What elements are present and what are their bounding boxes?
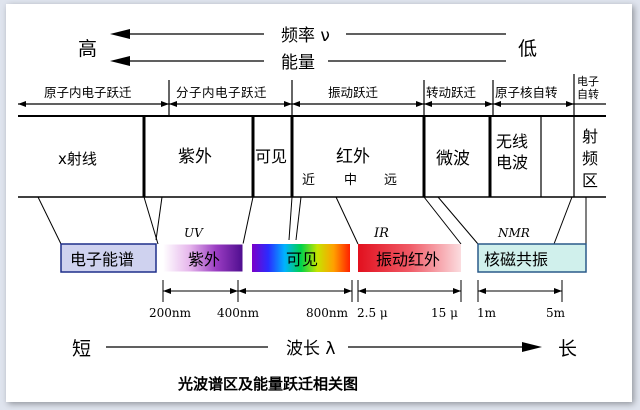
- region-uv: 紫外: [178, 147, 212, 167]
- low-label: 低: [518, 38, 537, 60]
- transition-molecular-electron: 分子内电子跃迁: [176, 85, 267, 100]
- energy-label: 能量: [281, 53, 315, 73]
- scale-2-5-micron: 2.5 μ: [357, 306, 388, 320]
- region-visible: 可见: [255, 147, 287, 166]
- transition-electron-spin-line2: 自转: [577, 87, 599, 101]
- energy-arrow: [110, 56, 506, 66]
- uv-abbr: UV: [184, 226, 204, 240]
- region-rf-line1: 射: [582, 127, 598, 146]
- long-label: 长: [558, 338, 577, 360]
- region-infrared: 红外: [336, 147, 370, 167]
- vibrational-ir-label: 振动红外: [376, 250, 440, 269]
- frequency-arrow: [110, 29, 506, 39]
- region-ir-far: 远: [384, 173, 397, 188]
- short-label: 短: [72, 338, 91, 360]
- region-ir-mid: 中: [344, 173, 357, 188]
- transition-row: [18, 74, 606, 117]
- transition-inner-electron: 原子内电子跃迁: [44, 85, 132, 100]
- nmr-label: 核磁共振: [484, 250, 548, 269]
- region-radio-line2: 电波: [496, 153, 528, 172]
- transition-vibration: 振动跃迁: [328, 85, 379, 100]
- spectrum-figure: 频率 ν 能量 高 低 原子内电子跃迁 分子内电子跃迁 振动跃迁 转动跃迁 原子…: [6, 4, 632, 402]
- uv-box-label: 紫外: [188, 250, 220, 269]
- spectrum-diagram: 频率 ν 能量 高 低 原子内电子跃迁 分子内电子跃迁 振动跃迁 转动跃迁 原子…: [18, 26, 606, 393]
- region-rf-line3: 区: [582, 171, 598, 190]
- scale-arrowheads: [163, 288, 562, 294]
- scale-15-micron: 15 μ: [431, 306, 458, 320]
- visible-box: [252, 244, 350, 272]
- figure-caption: 光波谱区及能量跃迁相关图: [177, 375, 358, 393]
- transition-electron-spin-line1: 电子: [577, 75, 599, 88]
- visible-box-label: 可见: [286, 250, 318, 269]
- uv-box: [162, 243, 244, 273]
- nmr-box: [477, 243, 587, 273]
- nmr-abbr: NMR: [497, 226, 530, 240]
- wavelength-scale: [162, 280, 563, 302]
- transition-nuclear-spin: 原子核自转: [495, 85, 558, 100]
- connector-lines: [37, 196, 587, 245]
- frequency-label: 频率 ν: [281, 26, 330, 46]
- ir-abbr: IR: [373, 226, 389, 241]
- region-rf-line2: 频: [582, 149, 598, 168]
- region-ir-near: 近: [302, 173, 315, 188]
- electron-spectroscopy-label: 电子能谱: [70, 250, 134, 269]
- region-xray: x射线: [58, 150, 97, 168]
- scale-5m: 5m: [546, 306, 566, 320]
- wavelength-arrow: [106, 342, 542, 352]
- transition-rotation: 转动跃迁: [426, 85, 477, 100]
- region-microwave: 微波: [436, 149, 470, 169]
- electron-spectroscopy-box: [60, 243, 157, 273]
- region-radio-line1: 无线: [496, 132, 528, 151]
- scale-1m: 1m: [477, 306, 497, 320]
- scale-200nm: 200nm: [149, 306, 192, 320]
- spectrum-bar: [18, 116, 606, 198]
- high-label: 高: [78, 38, 97, 60]
- scale-400nm: 400nm: [217, 306, 260, 320]
- scale-800nm: 800nm: [306, 306, 349, 320]
- vibrational-ir-box: [358, 244, 461, 272]
- wavelength-label: 波长 λ: [286, 339, 335, 359]
